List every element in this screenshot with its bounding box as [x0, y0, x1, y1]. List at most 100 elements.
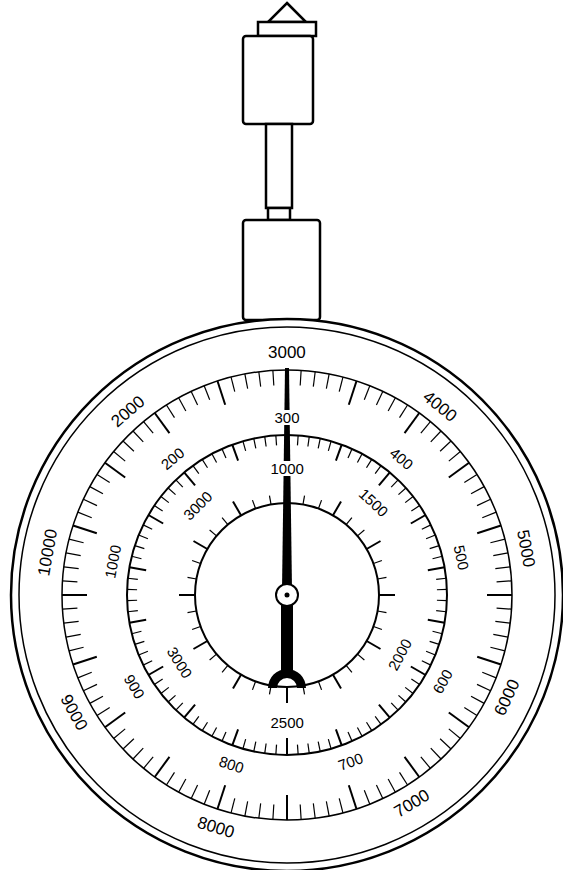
scale-tick: [64, 567, 79, 569]
scale-tick: [222, 665, 228, 672]
scale-tick: [123, 441, 134, 451]
scale-tick: [464, 708, 477, 716]
scale-tick: [449, 729, 461, 739]
scale-tick: [193, 466, 199, 474]
scale-tick: [210, 654, 217, 660]
scale-tick: [132, 631, 142, 633]
scale-tick: [398, 695, 405, 702]
scale-tick: [62, 608, 77, 610]
scale-tick: [217, 381, 225, 405]
scale-tick: [192, 626, 200, 629]
scale-tick: [411, 515, 426, 524]
scale-tick: [348, 732, 352, 741]
scale-tick: [300, 370, 302, 385]
scale-tick: [357, 454, 362, 463]
dial-number: 800: [217, 753, 247, 776]
scale-tick: [308, 744, 309, 754]
scale-tick: [135, 641, 145, 644]
scale-tick: [357, 530, 364, 536]
scale-tick: [166, 772, 174, 785]
dial-number: 500: [451, 543, 471, 573]
scale-tick: [222, 732, 226, 741]
scale-tick: [191, 785, 197, 799]
scale-tick: [391, 480, 398, 487]
dial-number: 1000: [270, 461, 305, 476]
scale-tick: [143, 525, 152, 529]
scale-tick: [161, 496, 169, 502]
needle-tail: [281, 600, 293, 670]
needle: [268, 368, 306, 688]
dial-number: 6000: [491, 676, 523, 719]
scale-tick: [388, 779, 395, 792]
scale-tick: [449, 463, 469, 478]
scale-tick: [297, 435, 299, 445]
scale-tick: [286, 687, 288, 703]
scale-tick: [437, 600, 447, 602]
scale-tick: [430, 641, 440, 644]
scale-tick: [259, 803, 261, 818]
scale-tick: [308, 437, 309, 447]
scale-tick: [166, 405, 174, 418]
scale-tick: [297, 745, 299, 755]
scale-tick: [357, 727, 362, 736]
scale-tick: [168, 488, 175, 495]
scale-tick: [114, 452, 126, 462]
scale-tick: [212, 454, 217, 463]
scale-tick: [128, 578, 138, 579]
scale-tick: [373, 626, 381, 629]
scale-tick: [471, 696, 484, 703]
dial-number: 900: [121, 671, 148, 702]
scale-tick: [144, 757, 154, 769]
probe-shaft: [266, 124, 292, 208]
scale-tick: [348, 449, 352, 458]
scale-tick: [245, 801, 248, 816]
scale-tick: [204, 386, 210, 400]
dial-number: 400: [386, 444, 416, 473]
scale-tick: [333, 501, 341, 515]
scale-tick: [366, 459, 371, 467]
scale-tick: [265, 437, 266, 447]
scale-tick: [422, 525, 431, 529]
scale-tick: [428, 620, 445, 623]
dial-number: 10000: [35, 527, 60, 578]
scale-tick: [339, 798, 343, 813]
scale-tick: [129, 620, 146, 623]
scale-tick: [411, 679, 419, 685]
scale-tick: [318, 500, 321, 508]
scale-tick: [143, 661, 152, 665]
scale-tick: [222, 449, 226, 458]
scale-tick: [436, 578, 446, 579]
scale-tick: [212, 727, 217, 736]
scale-tick: [303, 496, 305, 505]
scale-tick: [62, 580, 77, 582]
scale-tick: [245, 374, 248, 389]
dial-number: 7000: [391, 786, 434, 821]
scale-tick: [233, 501, 241, 515]
scale-tick: [378, 611, 387, 613]
scale-tick: [127, 600, 137, 602]
scale-tick: [135, 546, 145, 549]
scale-tick: [90, 696, 103, 703]
scale-tick: [133, 748, 143, 759]
scale-tick: [449, 713, 469, 728]
dial-rim: [11, 319, 563, 870]
scale-tick: [482, 512, 496, 518]
scale-tick: [176, 480, 183, 487]
scale-tick: [168, 695, 175, 702]
scale-tick: [373, 560, 381, 563]
scale-tick: [405, 757, 420, 777]
scale-tick: [379, 705, 390, 718]
dial-inner-rim: [19, 327, 555, 863]
scale-tick: [375, 716, 381, 724]
probe: [243, 3, 320, 320]
scale-tick: [217, 785, 225, 809]
scale-tick: [339, 377, 343, 392]
scale-tick: [326, 374, 329, 389]
scale-tick: [333, 675, 341, 689]
scale-tick: [97, 708, 110, 716]
dial-number: 2500: [270, 715, 305, 730]
scale-tick: [326, 801, 329, 816]
scale-tick: [411, 506, 419, 512]
